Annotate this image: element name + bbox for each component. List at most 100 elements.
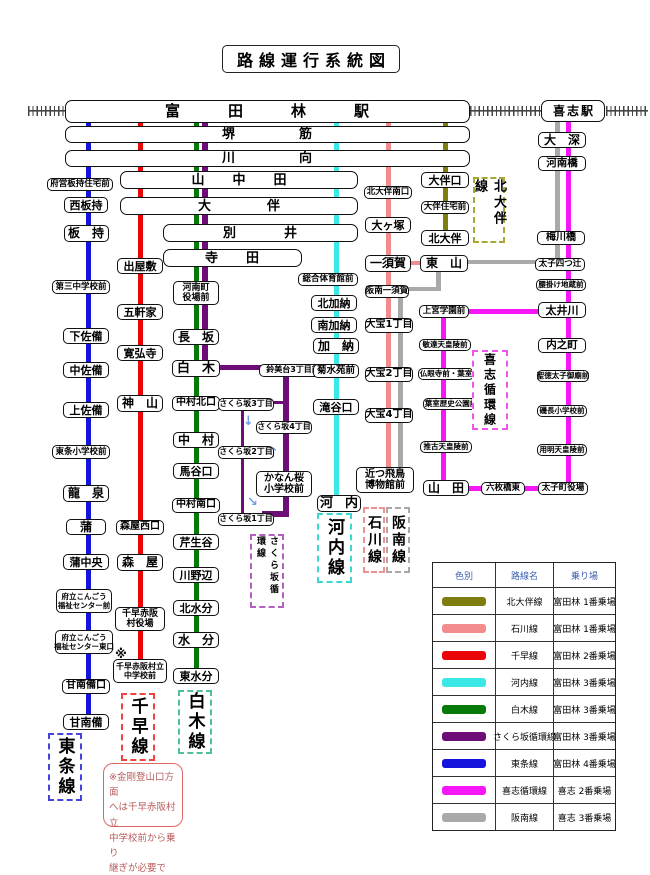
stop-label-char: 分 [202, 633, 215, 647]
stop-kishi_loop: 太井川 [538, 302, 586, 318]
stop-label-char: 神 [121, 396, 134, 410]
stop-label-char: 納 [342, 339, 355, 353]
line-segment-kishi_loop [443, 308, 569, 314]
transfer-note-line: ※金剛登山口方面 [109, 772, 174, 799]
line-label-kitaotomo: 北大伴線 [472, 177, 506, 243]
stop-label-line: 村役場 [126, 618, 154, 629]
legend-line-name: 白木線 [495, 695, 553, 722]
stop-label-char: 井 [284, 225, 298, 241]
railway-track [470, 106, 541, 116]
transfer-note: ※金剛登山口方面へは千早赤阪村立中学校前から乗り継ぎが必要です。 [103, 763, 183, 874]
stop-label-char: 向 [299, 150, 313, 166]
legend-platform: 富田林 3番乗場 [553, 668, 616, 695]
stop-kishi_loop: 六枚橋東 [481, 481, 525, 495]
stop-label-char: 水 [177, 633, 190, 647]
legend-color-swatch [442, 812, 486, 822]
stop-tojo: 蒲中央 [63, 554, 109, 570]
legend-color-swatch [442, 758, 486, 768]
stop-tojo: 甘南備口 [62, 678, 110, 694]
stop-label-char: 坂 [202, 330, 215, 344]
stop-kishi_loop: 上宮学園前 [419, 304, 469, 318]
line-segment-ishikawa [385, 118, 391, 480]
stop-label-char: 屋 [146, 555, 159, 569]
transfer-note-line: へは千早赤阪村立 [109, 802, 176, 829]
stop-kawachi: 加納 [313, 338, 359, 354]
stop-kishi_loop: 腰掛け地蔵前 [536, 279, 586, 291]
stop-shiraki: 中村北口 [172, 395, 220, 411]
line-segment-hannan [555, 122, 560, 264]
stop-label-char: 富 [164, 101, 180, 120]
stop-label-line: 福祉センター東口 [54, 641, 114, 651]
loop-direction-arrow: ↘ [247, 495, 258, 510]
stop-label-line: 博物館前 [365, 479, 405, 491]
stop-label-char: 加 [317, 339, 330, 353]
stop-label-char: 林 [291, 101, 307, 120]
stop-tojo: 蒲 [66, 519, 106, 535]
stop-label-line: 福祉センター前 [57, 600, 111, 610]
stop-tojo: 府立こんごう福祉センター前 [56, 589, 112, 613]
stop-shiraki: 水分 [173, 632, 219, 648]
stop-shiraki: 長坂 [173, 329, 219, 345]
stop-kishi_loop: 山田 [423, 480, 469, 496]
shared-stop-sakaisuji: 堺筋 [64, 125, 470, 143]
legend-platform: 富田林 3番乗場 [553, 695, 616, 722]
line-segment-sakurazaka [204, 364, 290, 370]
legend-platform: 喜志 3番乗場 [553, 803, 615, 830]
stop-chihaya: 五軒家 [117, 304, 163, 320]
stop-label-line: 府立こんごう [61, 592, 107, 601]
stop-kishi_loop: 敏達天皇陵前 [419, 339, 471, 351]
legend-color-swatch [442, 596, 486, 606]
transfer-note-line: 中学校前から乗り [109, 832, 176, 859]
stop-chihaya: 寛弘寺 [117, 345, 163, 361]
stop-shiraki: 芹生谷 [173, 534, 219, 550]
line-label-sakurazaka: さくら坂循環線 [250, 534, 284, 608]
stop-label-line: 河南町 [182, 282, 210, 293]
stop-kishi_loop: 太子四つ辻 [535, 257, 585, 271]
legend-color-swatch [442, 731, 486, 741]
legend-header-cell: 路線名 [495, 563, 553, 587]
loop-direction-arrow: ↓ [243, 414, 254, 429]
stop-kishi_loop: 磯長小学校前 [537, 405, 587, 417]
stop-tojo: 第三中学校前 [52, 280, 110, 294]
stop-kishi_loop: 内之町 [538, 337, 586, 353]
stop-tojo: 西板持 [64, 197, 108, 213]
legend-line-name: 阪南線 [495, 803, 553, 830]
stop-kawachi: 河内 [317, 494, 361, 512]
line-label-tojo: 東条線 [48, 733, 82, 801]
stop-label-char: 田 [452, 481, 465, 495]
stop-ishikawa: 一須賀 [365, 254, 411, 272]
stop-ishikawa: 阪南一須賀 [365, 284, 409, 298]
stop-label-char: 山 [191, 172, 205, 188]
stop-shiraki: 馬谷口 [173, 463, 219, 479]
stop-kishi_loop: 仏眼寺前・葉室 [418, 368, 474, 380]
legend-line-name: 北大伴線 [495, 587, 553, 614]
stop-label-char: 深 [568, 133, 581, 147]
legend-color-cell [433, 803, 495, 830]
line-segment-hannan [402, 286, 440, 291]
legend-color-swatch [442, 650, 486, 660]
stop-label-char: 龍 [67, 486, 80, 500]
stop-kishi_loop: 葉室歴史公園前 [423, 398, 479, 410]
legend-line-name: 喜志循環線 [495, 776, 553, 803]
line-segment-sakurazaka [268, 401, 284, 404]
transfer-note-line: 継ぎが必要です。 [109, 863, 167, 875]
stop-shiraki: 中村 [173, 432, 219, 448]
legend-color-cell [433, 614, 495, 641]
stop-label-char: 森 [121, 555, 134, 569]
legend-platform: 喜志 2番乗場 [553, 776, 615, 803]
stop-kawachi: 南加納 [311, 317, 357, 333]
line-segment-hannan [436, 259, 441, 291]
stop-kitaotomo: 大伴口 [421, 172, 469, 188]
stop-kishi_loop: 推古天皇陵前 [420, 441, 472, 453]
stop-label-char: 志 [566, 104, 579, 118]
stop-kawachi: 北加納 [311, 295, 357, 311]
stop-hannan: 東山 [420, 254, 468, 272]
legend-color-cell [433, 749, 495, 776]
shared-stop-kawamukai: 川向 [64, 149, 470, 167]
stop-chihaya: 千早赤阪村役場 [115, 607, 165, 631]
stop-sakurazaka: さくら坂3丁目 [218, 397, 274, 411]
legend-color-cell [433, 668, 495, 695]
legend-table: 色別路線名乗り場北大伴線富田林 1番乗場石川線富田林 1番乗場千早線富田林 2番… [432, 562, 616, 831]
stop-tojo: 甘南備 [63, 714, 109, 730]
